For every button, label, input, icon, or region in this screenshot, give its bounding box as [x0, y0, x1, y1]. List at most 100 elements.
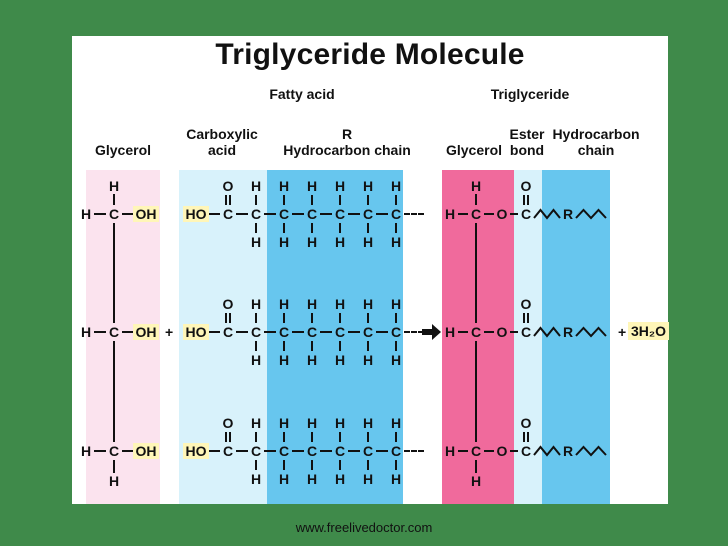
chain-c-atom: C [250, 324, 262, 340]
chain-h-atom: H [306, 296, 318, 312]
double-bond [225, 195, 231, 205]
chain-zigzag-icon [575, 208, 607, 220]
single-bond [348, 331, 360, 333]
chain-zigzag-icon [575, 326, 607, 338]
single-bond [264, 331, 276, 333]
double-bond [225, 313, 231, 323]
chain-h-atom: H [250, 178, 262, 194]
ester-carbonyl-o-atom: O [520, 178, 532, 194]
ester-c-atom: C [520, 324, 532, 340]
ester-c-atom: C [520, 443, 532, 459]
chain-c-atom: C [306, 443, 318, 459]
single-bond [94, 450, 106, 452]
single-bond [395, 223, 397, 233]
chain-h-atom: H [390, 471, 402, 487]
glycerol-h-atom: H [80, 206, 92, 222]
glycerol-oh-group: OH [133, 324, 159, 340]
plus-sign-left: + [165, 324, 174, 340]
chain-h-atom: H [306, 234, 318, 250]
chain-c-atom: C [334, 206, 346, 222]
single-bond [484, 213, 494, 215]
triglyceride-h-atom: H [444, 443, 456, 459]
single-bond [122, 331, 134, 333]
chain-c-atom: C [306, 324, 318, 340]
single-bond [367, 341, 369, 351]
chain-h-atom: H [362, 471, 374, 487]
carboxyl-c-atom: C [222, 206, 234, 222]
single-bond [311, 341, 313, 351]
ester-carbonyl-o-atom: O [520, 415, 532, 431]
single-bond [283, 195, 285, 205]
single-bond [255, 432, 257, 442]
chain-h-atom: H [278, 178, 290, 194]
ester-band [514, 170, 542, 504]
chain-h-atom: H [334, 234, 346, 250]
single-bond [395, 341, 397, 351]
single-bond [311, 313, 313, 323]
chain-h-atom: H [250, 471, 262, 487]
r-group: R [562, 324, 574, 340]
chain-c-atom: C [390, 324, 402, 340]
double-bond [523, 432, 529, 442]
single-bond [475, 460, 477, 473]
single-bond [395, 195, 397, 205]
chain-h-atom: H [362, 296, 374, 312]
single-bond [255, 313, 257, 323]
header-glycerol: Glycerol [94, 142, 152, 158]
slide: Triglyceride Molecule Fatty acid Triglyc… [72, 36, 670, 504]
single-bond [339, 313, 341, 323]
chain-continuation [404, 213, 424, 215]
single-bond [255, 223, 257, 233]
single-bond [113, 194, 115, 205]
single-bond [395, 313, 397, 323]
single-bond [458, 450, 468, 452]
single-bond [283, 460, 285, 470]
single-bond [339, 195, 341, 205]
glycerol-c-atom: C [108, 443, 120, 459]
header-ester-bond: Ester bond [509, 126, 545, 158]
chain-h-atom: H [362, 178, 374, 194]
chain-c-atom: C [278, 324, 290, 340]
double-bond [523, 313, 529, 323]
single-bond [475, 341, 477, 442]
single-bond [348, 450, 360, 452]
single-bond [339, 460, 341, 470]
chain-c-atom: C [390, 443, 402, 459]
single-bond [122, 213, 134, 215]
chain-h-atom: H [362, 234, 374, 250]
chain-h-atom: H [306, 471, 318, 487]
hydrocarbon-band [267, 170, 403, 504]
chain-h-atom: H [278, 471, 290, 487]
single-bond [510, 331, 518, 333]
chain-c-atom: C [278, 443, 290, 459]
single-bond [236, 213, 248, 215]
chain-h-atom: H [362, 415, 374, 431]
carboxyl-c-atom: C [222, 324, 234, 340]
single-bond [395, 460, 397, 470]
chain-zigzag-icon [575, 445, 607, 457]
single-bond [283, 341, 285, 351]
glycerol-oh-group: OH [133, 443, 159, 459]
single-bond [376, 213, 388, 215]
single-bond [320, 450, 332, 452]
chain-continuation [404, 450, 424, 452]
chain-h-atom: H [250, 415, 262, 431]
single-bond [264, 213, 276, 215]
fatty-acid-ho-group: HO [183, 324, 209, 340]
page-title: Triglyceride Molecule [215, 38, 525, 71]
single-bond [367, 195, 369, 205]
double-bond [225, 432, 231, 442]
single-bond [339, 432, 341, 442]
single-bond [376, 331, 388, 333]
chain-h-atom: H [278, 415, 290, 431]
single-bond [339, 341, 341, 351]
single-bond [292, 331, 304, 333]
chain-h-atom: H [250, 352, 262, 368]
glycerol-h-atom: H [108, 473, 120, 489]
chain-continuation [404, 331, 424, 333]
chain-c-atom: C [390, 206, 402, 222]
single-bond [255, 341, 257, 351]
bond-zigzag-icon [533, 208, 561, 220]
chain-h-atom: H [250, 234, 262, 250]
single-bond [94, 213, 106, 215]
